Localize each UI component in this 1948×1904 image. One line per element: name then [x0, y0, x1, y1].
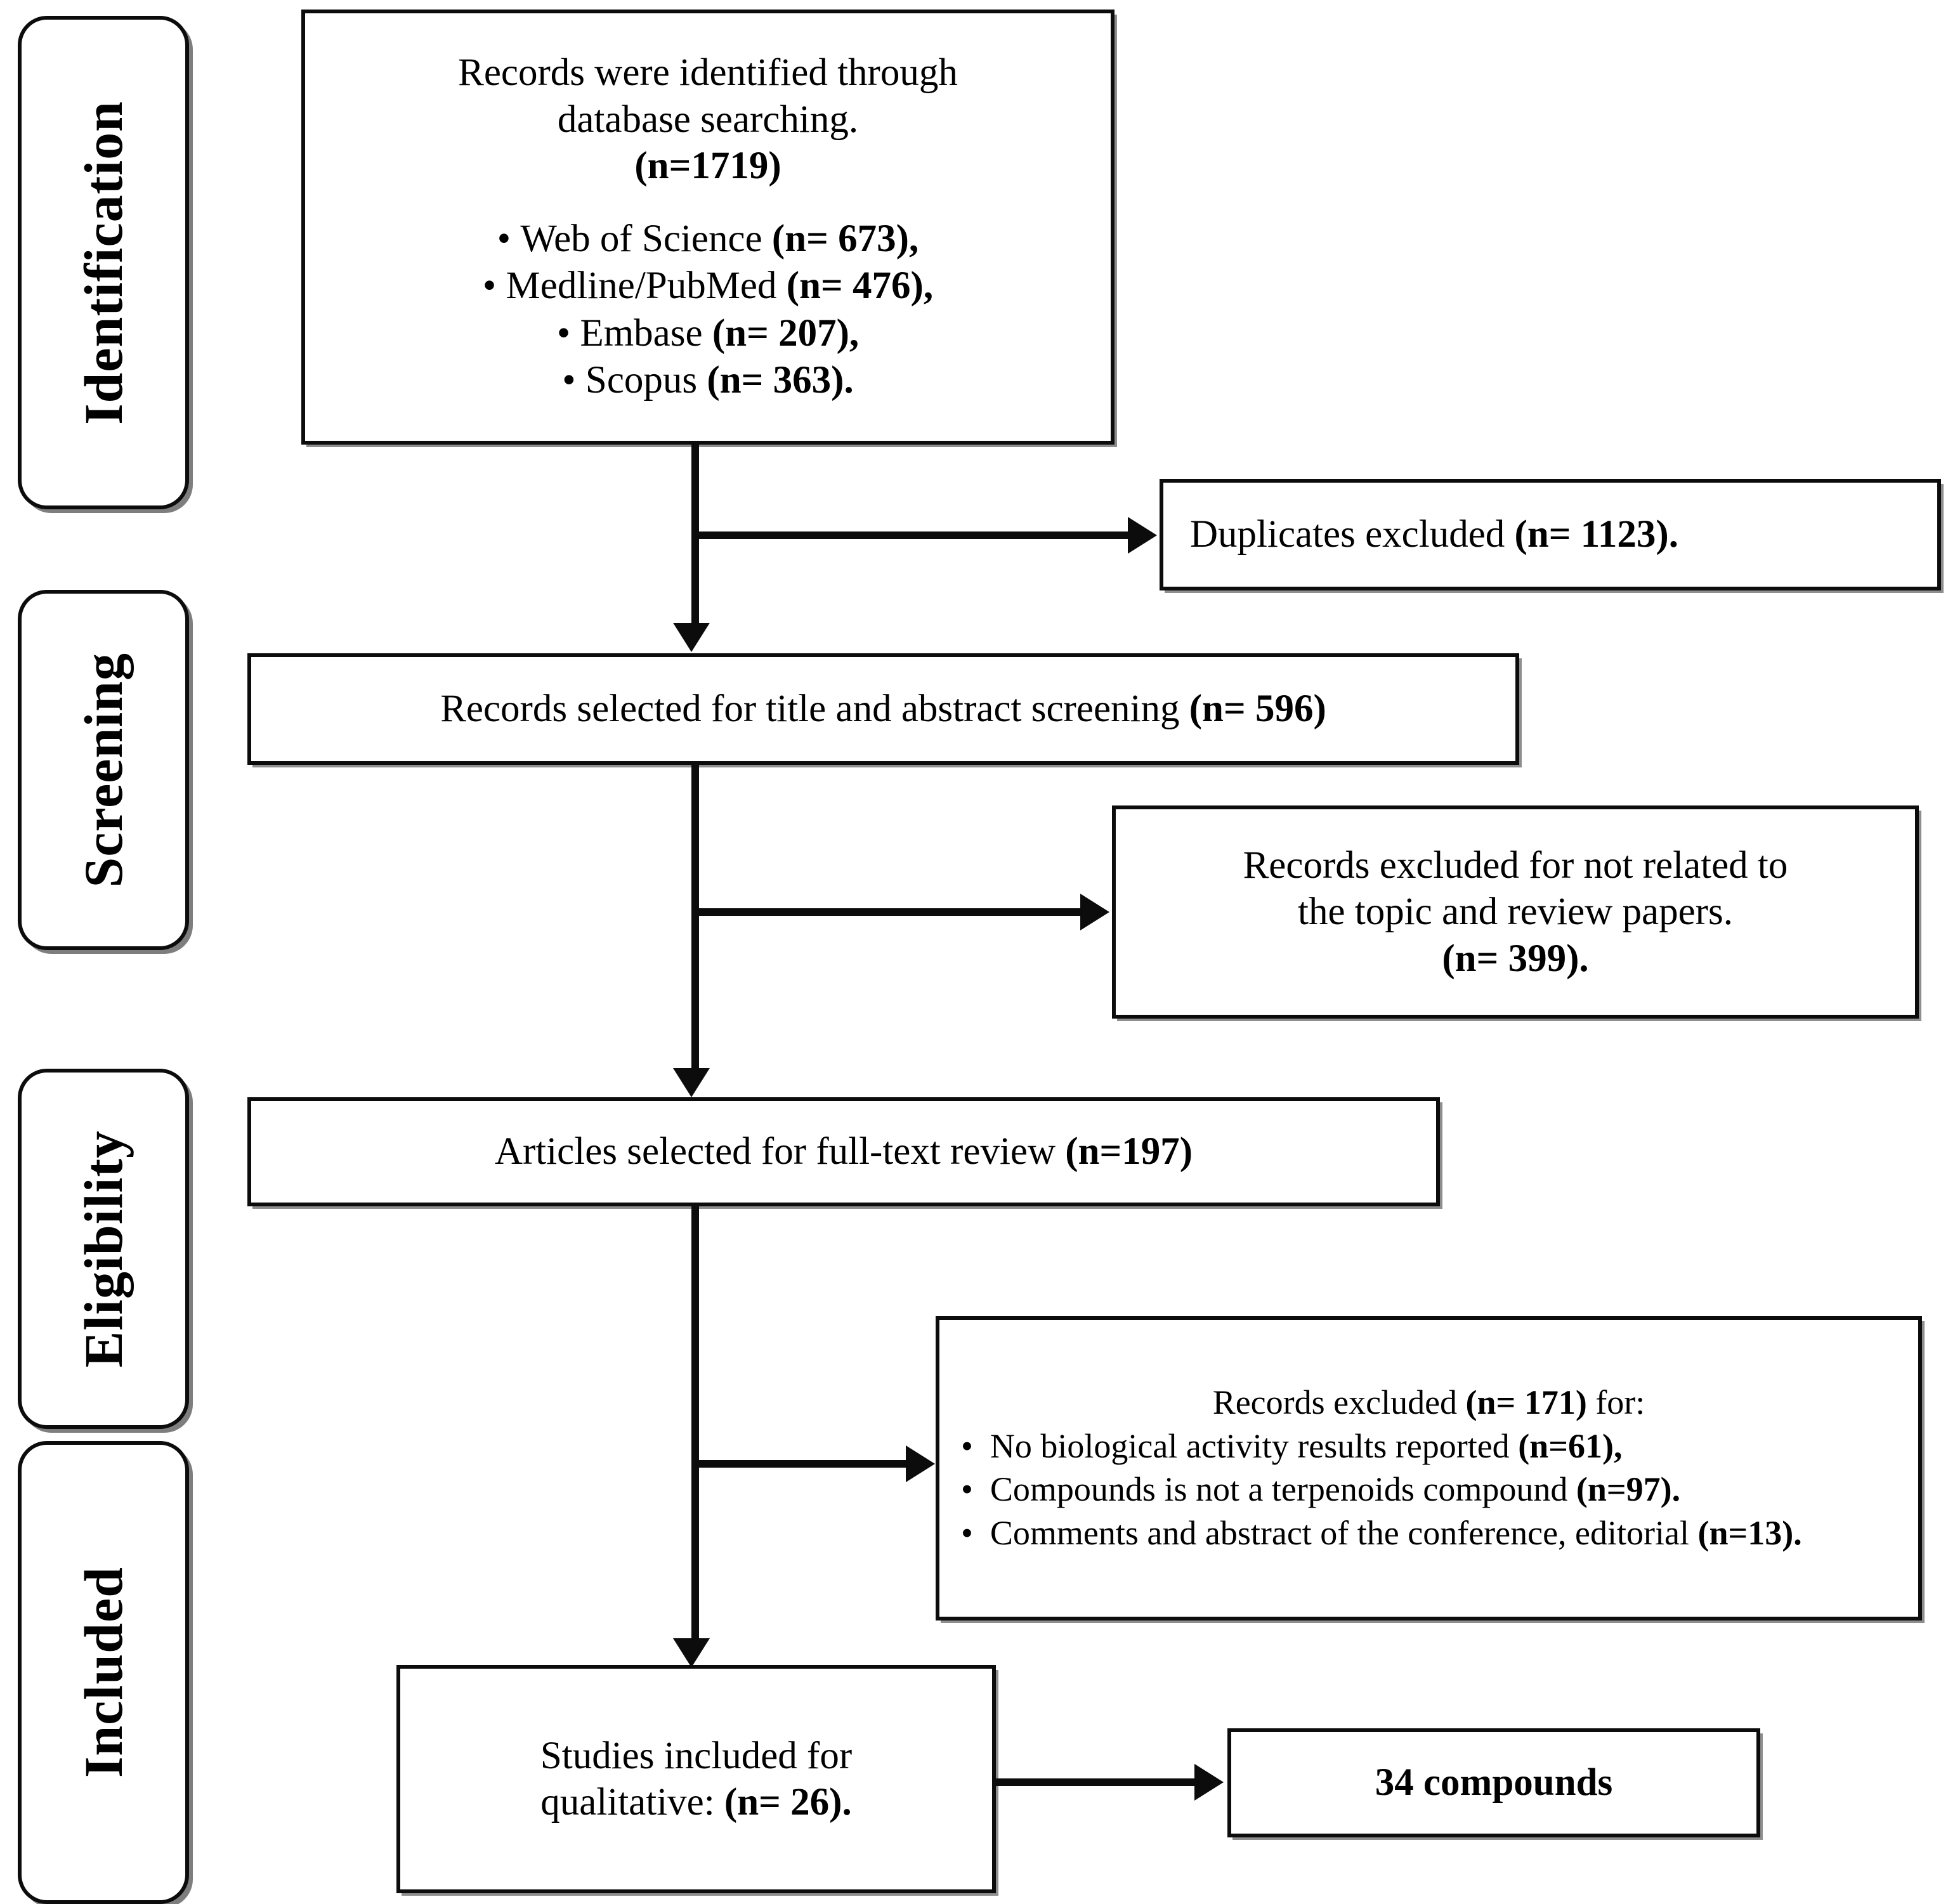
- screening-excluded-count: (n= 399).: [1442, 937, 1589, 980]
- connector-to-screening-excluded: [691, 908, 1082, 916]
- connector-to-compounds: [996, 1778, 1196, 1786]
- arrowhead-right-to-duplicates: [1128, 517, 1157, 554]
- arrowhead-down-to-eligibility: [673, 1068, 710, 1097]
- list-item-no-biological-activity: No biological activity results reported …: [961, 1425, 1897, 1468]
- stage-pill-eligibility: Eligibility: [18, 1069, 189, 1429]
- eligibility-excluded-heading: Records excluded (n= 171) for:: [1212, 1383, 1645, 1422]
- stage-pill-screening: Screening: [18, 590, 189, 950]
- studies-included-line2: qualitative: (n= 26).: [540, 1781, 852, 1823]
- compounds-text: 34 compounds: [1375, 1761, 1613, 1804]
- connector-eligibility-to-included: [691, 1206, 699, 1641]
- list-item-comments-abstracts-editorial: Comments and abstract of the conference,…: [961, 1511, 1897, 1555]
- records-identified-line2: database searching.: [557, 98, 859, 141]
- box-duplicates-excluded: Duplicates excluded (n= 1123).: [1160, 479, 1941, 590]
- stage-pill-identification: Identification: [18, 16, 189, 509]
- connector-screening-to-eligibility: [691, 765, 699, 1069]
- arrowhead-right-to-compounds: [1194, 1764, 1224, 1801]
- box-title-abstract-screening: Records selected for title and abstract …: [247, 653, 1519, 765]
- screening-excluded-line2: the topic and review papers.: [1298, 890, 1733, 934]
- database-source-list: Web of Science (n= 673), Medline/PubMed …: [322, 216, 1094, 405]
- arrowhead-right-to-eligibility-excluded: [906, 1445, 935, 1482]
- list-item-scopus: Scopus (n= 363).: [322, 357, 1094, 404]
- connector-to-eligibility-excluded: [691, 1460, 907, 1468]
- stage-label-identification: Identification: [73, 100, 134, 425]
- stage-label-included: Included: [73, 1567, 134, 1778]
- title-abstract-screening-text: Records selected for title and abstract …: [440, 688, 1326, 731]
- records-identified-total: (n=1719): [634, 144, 781, 187]
- list-item-embase: Embase (n= 207),: [322, 310, 1094, 357]
- screening-excluded-line1: Records excluded for not related to: [1243, 844, 1788, 887]
- list-item-web-of-science: Web of Science (n= 673),: [322, 216, 1094, 263]
- records-identified-line1: Records were identified through: [458, 51, 958, 95]
- box-eligibility-excluded: Records excluded (n= 171) for: No biolog…: [936, 1316, 1922, 1620]
- arrowhead-down-to-screening: [673, 623, 710, 652]
- box-full-text-review: Articles selected for full-text review (…: [247, 1097, 1440, 1206]
- box-compounds: 34 compounds: [1227, 1728, 1760, 1837]
- duplicates-excluded-text: Duplicates excluded (n= 1123).: [1190, 513, 1678, 556]
- arrowhead-right-to-screening-excluded: [1080, 894, 1109, 930]
- stage-pill-included: Included: [18, 1441, 189, 1904]
- full-text-review-text: Articles selected for full-text review (…: [494, 1130, 1193, 1173]
- box-studies-included: Studies included for qualitative: (n= 26…: [396, 1665, 996, 1893]
- arrowhead-down-to-included: [673, 1638, 710, 1667]
- stage-label-screening: Screening: [73, 652, 134, 888]
- eligibility-exclusion-reason-list: No biological activity results reported …: [961, 1425, 1897, 1555]
- list-item-medline-pubmed: Medline/PubMed (n= 476),: [322, 263, 1094, 310]
- box-records-identified: Records were identified through database…: [301, 10, 1115, 445]
- studies-included-line1: Studies included for: [540, 1734, 853, 1777]
- connector-to-duplicates: [691, 531, 1129, 539]
- list-item-not-terpenoid: Compounds is not a terpenoids compound (…: [961, 1468, 1897, 1511]
- stage-label-eligibility: Eligibility: [73, 1130, 134, 1368]
- spacer: [322, 189, 1094, 216]
- box-screening-excluded: Records excluded for not related to the …: [1112, 805, 1919, 1019]
